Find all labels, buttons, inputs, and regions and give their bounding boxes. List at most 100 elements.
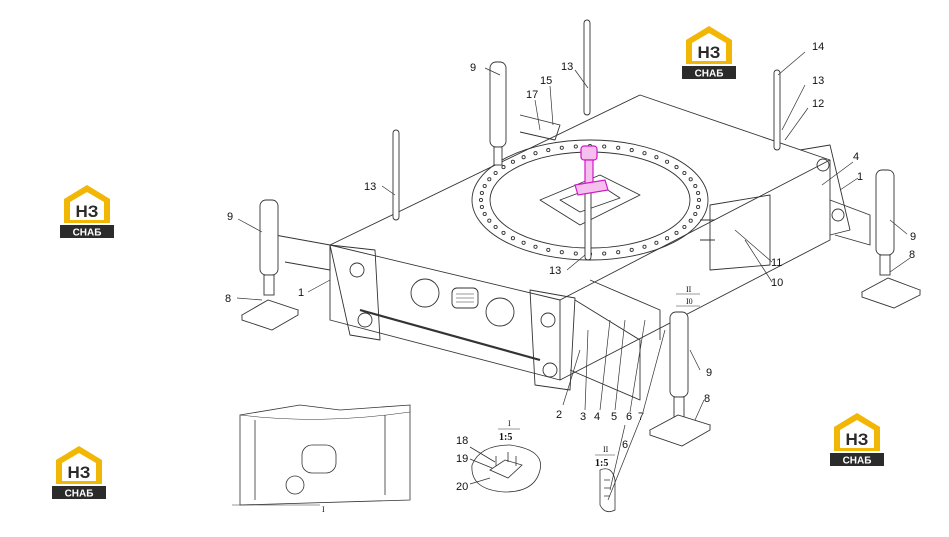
callout-2: 2 — [556, 409, 562, 421]
callout-4: 4 — [594, 411, 600, 423]
bolt-hole — [487, 218, 492, 223]
bolt-hole — [559, 145, 564, 150]
frame-front-side — [329, 245, 561, 381]
callout-1: 1 — [857, 171, 863, 183]
callout-1: 1 — [298, 287, 304, 299]
callout-6: 6 — [626, 411, 632, 423]
detail-I-number: I — [508, 419, 511, 428]
callout-8: 8 — [704, 393, 710, 405]
brand-logo-bottom-right: НЗ СНАБ — [826, 411, 888, 467]
bolt-hole — [654, 240, 659, 245]
highlighted-swivel-joint — [574, 145, 609, 196]
callout-9: 9 — [470, 62, 476, 74]
callout-9: 9 — [910, 231, 916, 243]
bolt-hole — [629, 247, 634, 252]
bolt-hole — [546, 247, 551, 252]
bolt-hole — [696, 197, 702, 203]
callout-9: 9 — [227, 211, 233, 223]
bolt-hole — [693, 183, 698, 189]
bolt-hole — [665, 159, 670, 164]
bolt-hole — [521, 155, 526, 160]
pin-left — [392, 129, 400, 221]
section-mark-detail-I: I — [322, 505, 325, 514]
bolt-hole — [602, 144, 607, 149]
center-swivel-plate — [539, 174, 641, 226]
brand-word: СНАБ — [843, 456, 872, 467]
bolt-hole — [510, 236, 515, 241]
bolt-hole — [478, 197, 484, 203]
callout-14: 14 — [812, 41, 824, 53]
outrigger-box-front-left — [329, 244, 381, 341]
callout-5: 5 — [611, 411, 617, 423]
section-mark-upper: II — [686, 285, 692, 294]
outrigger-beam-front-right — [569, 299, 641, 401]
outrigger-box-front-right — [529, 289, 576, 391]
bolt-hole — [533, 244, 538, 249]
leader-lines — [236, 51, 911, 501]
bolt-hole — [573, 251, 578, 256]
brand-word: СНАБ — [65, 489, 94, 500]
brand-letters: НЗ — [76, 202, 99, 221]
detail-II-scale: 1:5 — [595, 458, 608, 469]
outrigger-beam-left — [274, 234, 331, 271]
section-marks: II I0 I — [322, 285, 700, 514]
bolt-hole — [510, 159, 515, 164]
cylinder-rear-left — [489, 61, 507, 166]
cylinder-front-right — [648, 311, 712, 447]
callout-8: 8 — [909, 249, 915, 261]
bolt-hole — [696, 204, 701, 210]
bolt-hole — [688, 177, 693, 182]
bolt-hole — [533, 151, 538, 156]
bolt-hole — [654, 155, 659, 160]
ring-bolt-holes — [478, 143, 702, 257]
right-side-panel — [709, 194, 771, 271]
outrigger-beam-rear-left — [519, 114, 561, 141]
callout-13: 13 — [364, 181, 376, 193]
brand-word: СНАБ — [695, 69, 724, 80]
bolt-hole — [482, 211, 487, 217]
pin-right — [773, 69, 781, 151]
bolt-hole — [674, 165, 679, 170]
callout-4: 4 — [853, 151, 859, 163]
bolt-hole — [682, 170, 687, 176]
outrigger-cylinders — [240, 61, 922, 447]
brand-letters: НЗ — [846, 430, 869, 449]
bolt-hole — [559, 250, 564, 255]
bolt-hole — [696, 190, 701, 196]
bolt-hole — [487, 177, 492, 182]
bolt-hole — [674, 230, 679, 235]
frame-bottom-edge — [359, 308, 541, 362]
side-port-2 — [451, 287, 479, 309]
callout-11: 11 — [771, 257, 782, 269]
bolt-hole — [479, 190, 484, 196]
brand-logo-top-right: НЗ СНАБ — [678, 24, 740, 80]
detail-II-zoom — [599, 468, 616, 513]
callout-19: 19 — [456, 453, 468, 465]
frame-right-side — [559, 160, 831, 381]
bolt-hole — [482, 183, 487, 189]
bolt-hole — [642, 244, 647, 249]
bolt-hole — [521, 240, 526, 245]
detail-zoom-1-5 — [469, 444, 542, 493]
callout-13: 13 — [812, 75, 824, 87]
callout-8: 8 — [225, 293, 231, 305]
bolt-hole — [693, 211, 698, 217]
brand-letters: НЗ — [698, 43, 721, 62]
bolt-hole — [629, 148, 634, 153]
main-frame-drawing — [274, 94, 871, 401]
bolt-hole — [665, 236, 670, 241]
callout-3: 3 — [580, 411, 586, 423]
side-port-3 — [485, 297, 515, 327]
callout-12: 12 — [812, 98, 824, 110]
detail-II-number: II — [603, 445, 609, 454]
side-port-1 — [410, 278, 440, 308]
callout-6: 6 — [622, 439, 628, 451]
outrigger-box-rear-right — [799, 144, 851, 236]
scale-labels: I 1:5 II 1:5 — [498, 419, 615, 469]
bolt-hole — [573, 144, 578, 149]
section-mark-lower: I0 — [686, 297, 693, 306]
